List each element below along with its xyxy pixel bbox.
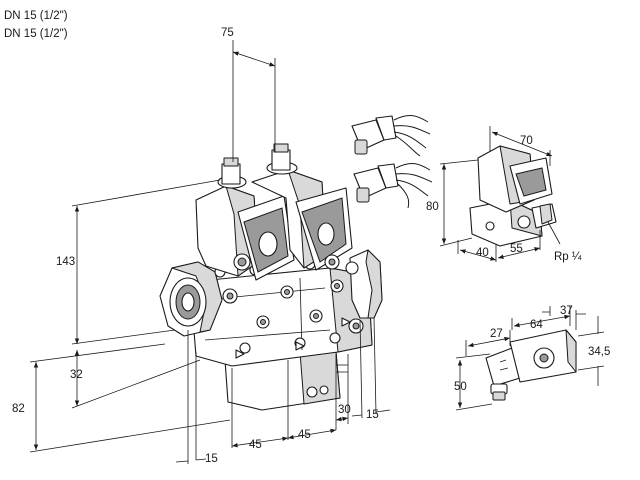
dim-45-left: 45 — [249, 439, 262, 451]
dim-15-bottom: 15 — [205, 453, 218, 465]
dim-rp-quarter: Rp ¼ — [554, 251, 582, 263]
auxiliary-valve-top — [469, 145, 557, 247]
dim-27: 27 — [490, 328, 503, 340]
connector-plug-lower — [353, 163, 433, 209]
dim-34-5: 34,5 — [588, 346, 610, 358]
dim-64: 64 — [530, 319, 543, 331]
dim-55: 55 — [510, 243, 523, 255]
auxiliary-valve-bottom — [485, 329, 577, 401]
solenoid-coil-left — [195, 157, 295, 281]
dimension-labels: 75 143 32 82 15 45 45 30 15 70 80 40 55 … — [12, 27, 610, 465]
dimension-lines — [29, 40, 605, 464]
main-valve-body — [159, 249, 383, 411]
dim-32: 32 — [70, 369, 83, 381]
connector-plug-upper — [351, 115, 431, 157]
header-line-2: DN 15 (1/2") — [4, 28, 68, 40]
dim-40: 40 — [476, 247, 489, 259]
solenoid-coil-right — [251, 143, 353, 271]
header-line-1: DN 15 (1/2") — [4, 10, 68, 22]
dim-30: 30 — [338, 404, 351, 416]
dim-50: 50 — [454, 381, 467, 393]
dim-82: 82 — [12, 403, 25, 415]
dim-70: 70 — [520, 135, 533, 147]
dim-80: 80 — [426, 201, 439, 213]
dim-75: 75 — [221, 27, 234, 39]
dim-15-right: 15 — [366, 409, 379, 421]
dim-45-right: 45 — [298, 429, 311, 441]
dim-37: 37 — [560, 305, 573, 317]
dim-143: 143 — [56, 256, 75, 268]
